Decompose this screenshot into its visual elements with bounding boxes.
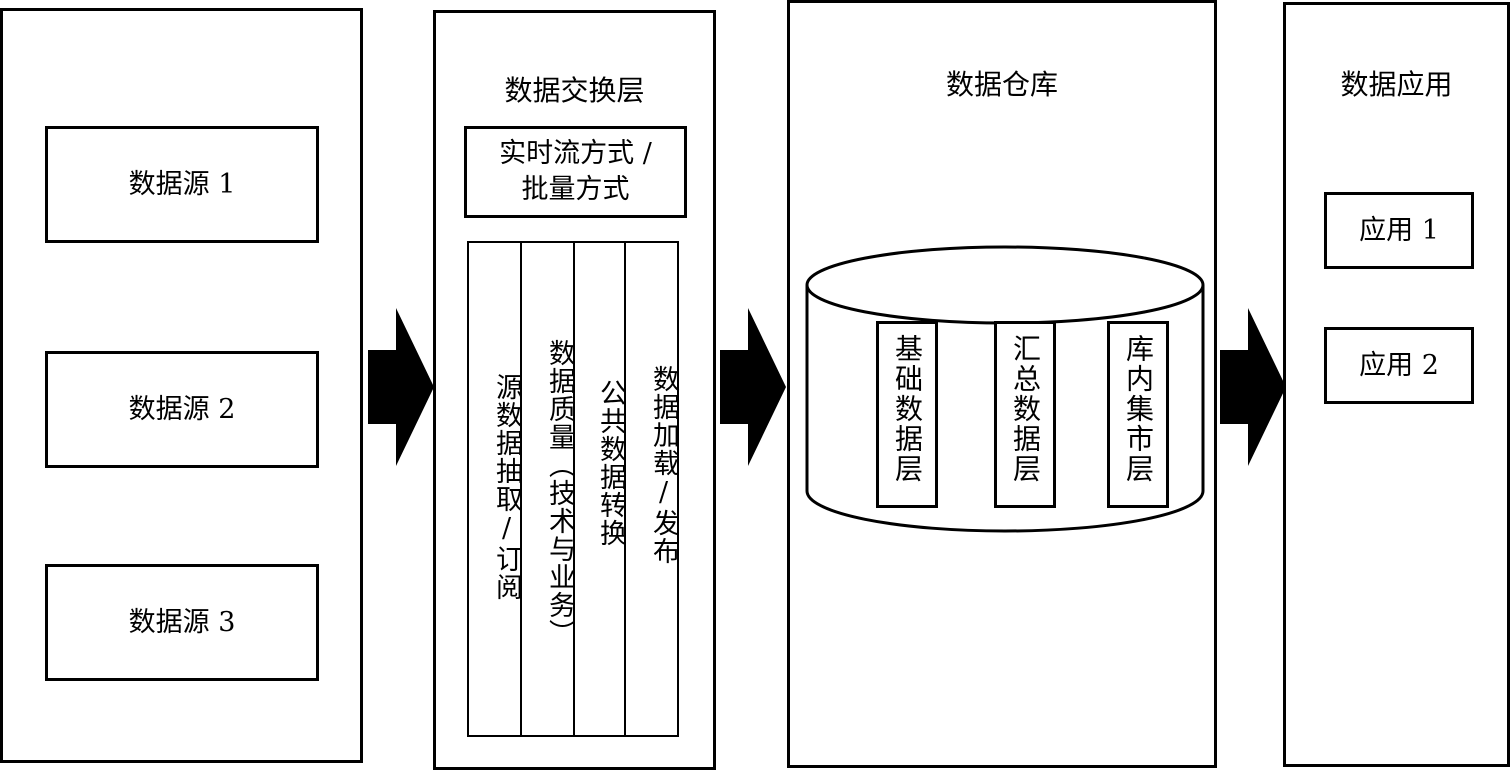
data-warehouse-title: 数据仓库 [945, 68, 1058, 101]
exchange-mode-box: 实时流方式 / 批量方式 [464, 126, 687, 218]
warehouse-layer-summary: 汇总数据层 [994, 321, 1056, 508]
arrow-right-icon [368, 308, 434, 466]
exchange-column-quality-label: 数据质量（技术与业务） [544, 339, 575, 647]
exchange-column-quality: 数据质量（技术与业务） [520, 241, 575, 737]
data-application-panel: 数据应用 应用 1 应用 2 [1283, 2, 1510, 767]
exchange-column-load-label: 数据加载/发布 [648, 365, 679, 565]
application-2-box: 应用 2 [1324, 327, 1474, 404]
application-1-label: 应用 1 [1359, 214, 1439, 246]
data-warehouse-panel: 数据仓库 基础数据层 汇总数据层 库内集市层 [787, 0, 1217, 768]
data-application-title: 数据应用 [1340, 68, 1453, 101]
data-source-1-label: 数据源 1 [128, 168, 236, 200]
data-exchange-panel: 数据交换层 实时流方式 / 批量方式 源数据抽取/订阅 数据质量（技术与业务） … [433, 10, 716, 770]
exchange-column-extract-label: 源数据抽取/订阅 [491, 373, 522, 601]
exchange-column-load: 数据加载/发布 [624, 241, 679, 737]
warehouse-layer-mart: 库内集市层 [1107, 321, 1169, 508]
data-source-2-box: 数据源 2 [45, 351, 319, 468]
exchange-column-extract: 源数据抽取/订阅 [467, 241, 522, 737]
data-source-3-label: 数据源 3 [128, 606, 236, 638]
application-2-label: 应用 2 [1359, 349, 1439, 381]
data-exchange-title: 数据交换层 [504, 74, 645, 107]
warehouse-layer-summary-label: 汇总数据层 [1009, 334, 1042, 484]
warehouse-layer-base: 基础数据层 [876, 321, 938, 508]
data-source-3-box: 数据源 3 [45, 564, 319, 681]
data-source-1-box: 数据源 1 [45, 126, 319, 243]
exchange-mode-line1: 实时流方式 / [499, 137, 652, 169]
arrow-right-icon [1220, 308, 1286, 466]
exchange-mode-line2: 批量方式 [521, 174, 630, 205]
warehouse-layer-base-label: 基础数据层 [891, 334, 924, 484]
application-1-box: 应用 1 [1324, 192, 1474, 269]
exchange-column-transform: 公共数据转换 [573, 241, 626, 737]
data-source-2-label: 数据源 2 [128, 393, 236, 425]
arrow-right-icon [720, 308, 786, 466]
exchange-column-transform-label: 公共数据转换 [595, 379, 626, 547]
warehouse-layer-mart-label: 库内集市层 [1122, 334, 1155, 484]
data-sources-panel: 数据源 1 数据源 2 数据源 3 [0, 8, 363, 763]
